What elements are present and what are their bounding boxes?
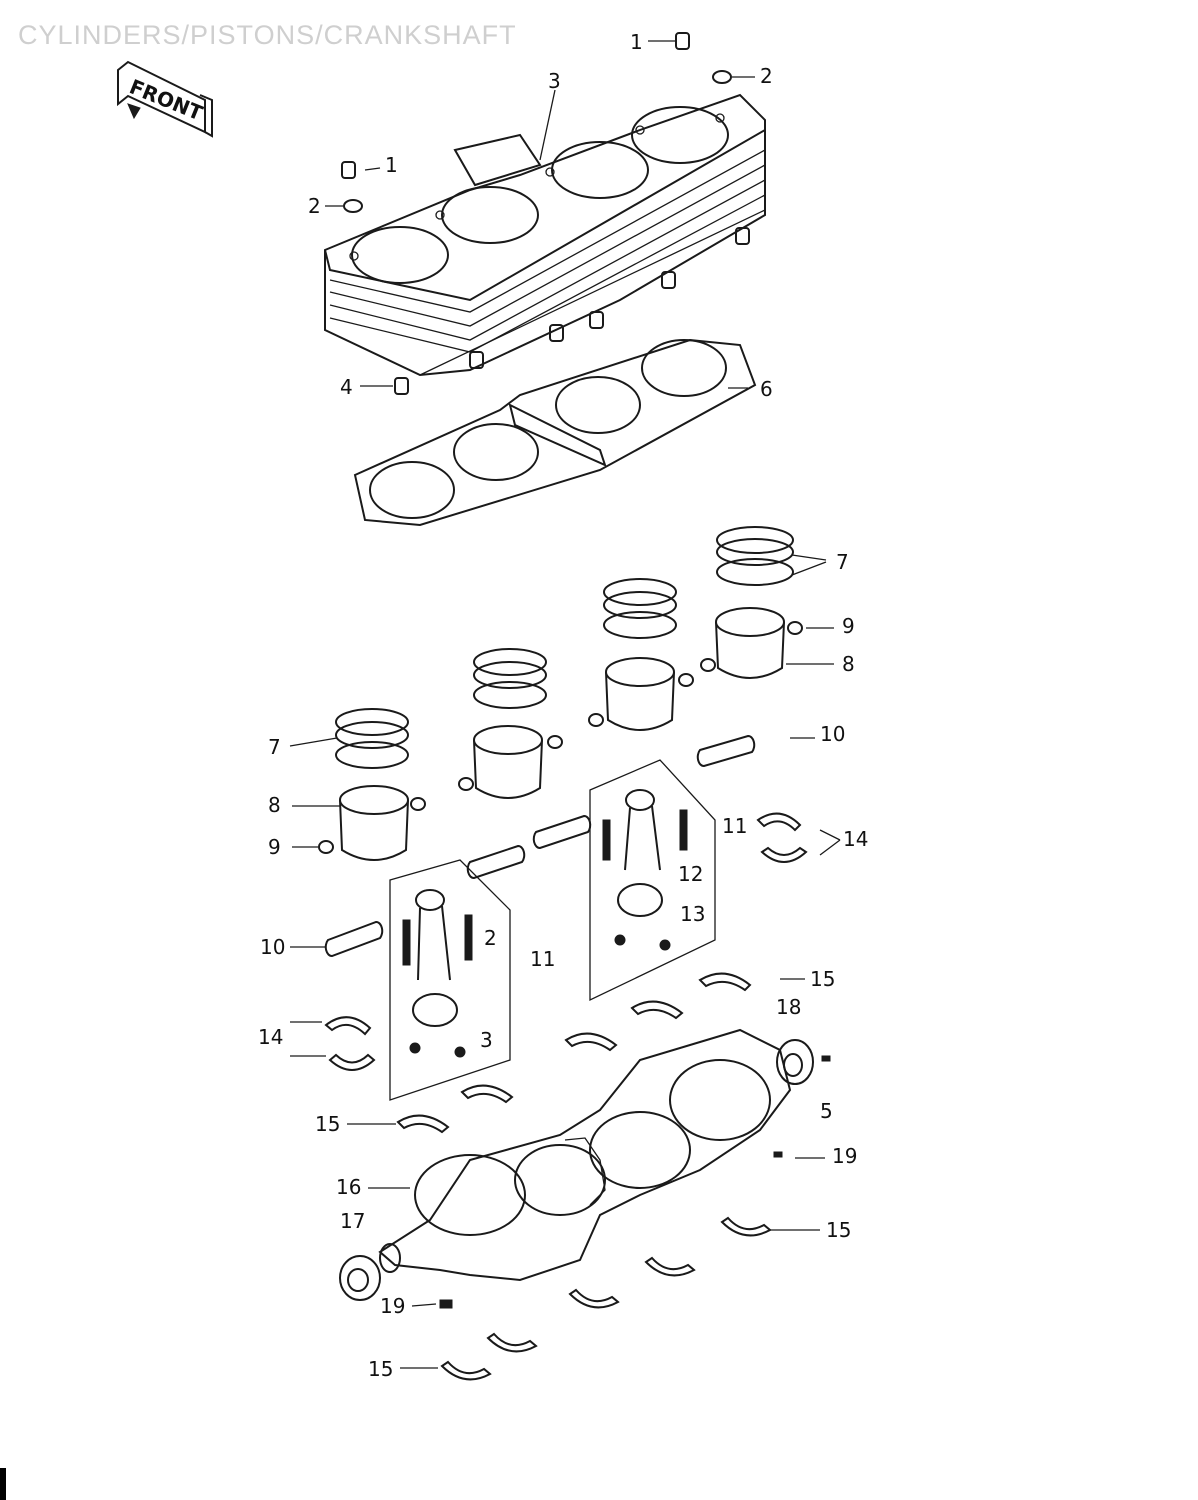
- front-direction-badge: FRONT: [117, 60, 213, 138]
- callout-16: 16: [336, 1175, 361, 1199]
- callout-15d: 15: [368, 1357, 393, 1381]
- callout-15b: 15: [315, 1112, 340, 1136]
- callout-17: 17: [340, 1209, 365, 1233]
- callout-15a: 15: [810, 967, 835, 991]
- page-edge-mark: [0, 1468, 6, 1500]
- callout-11a: 11: [722, 814, 747, 838]
- callout-2a: 2: [760, 64, 773, 88]
- piston-4: [700, 607, 803, 679]
- cylinder-fins: [329, 149, 766, 376]
- cylinder-block: [324, 93, 766, 377]
- callout-7a: 7: [836, 550, 849, 574]
- page-title: CYLINDERS/PISTONS/CRANKSHAFT: [18, 20, 517, 50]
- callout-19b: 19: [380, 1294, 405, 1318]
- leader-lines: [289, 40, 841, 1369]
- callout-8b: 8: [268, 793, 281, 817]
- crankshaft: [378, 1028, 792, 1282]
- cylinder-base-gasket: [353, 338, 757, 527]
- callout-15c: 15: [826, 1218, 851, 1242]
- callout-2b: 2: [308, 194, 321, 218]
- callout-1a: 1: [630, 30, 643, 54]
- callout-10b: 10: [260, 935, 285, 959]
- callout-4: 4: [340, 375, 353, 399]
- piston-1: [318, 785, 426, 861]
- callout-6: 6: [760, 377, 773, 401]
- oil-seal-17: [339, 1255, 381, 1301]
- callout-10a: 10: [820, 722, 845, 746]
- connecting-rod-assembly-right: [589, 759, 716, 1002]
- callout-14b: 14: [258, 1025, 283, 1049]
- piston-3: [588, 657, 694, 731]
- callout-9b: 9: [268, 835, 281, 859]
- callout-9a: 9: [842, 614, 855, 638]
- oil-seal-18: [776, 1039, 814, 1085]
- callout-labels: 1 2 3 1 2 4 6 7 9 8 10 7 8 9 11 14 12 13…: [258, 30, 868, 1381]
- dowel-pins: [341, 32, 750, 395]
- callout-7b: 7: [268, 735, 281, 759]
- callout-19a: 19: [832, 1144, 857, 1168]
- callout-3: 3: [548, 69, 561, 93]
- callout-18: 18: [776, 995, 801, 1019]
- o-rings-top: [343, 70, 732, 213]
- callout-1b: 1: [385, 153, 398, 177]
- main-bearings: [396, 972, 772, 1381]
- callout-13a: 13: [680, 902, 705, 926]
- callout-5: 5: [820, 1099, 833, 1123]
- callout-14a: 14: [843, 827, 868, 851]
- callout-8a: 8: [842, 652, 855, 676]
- piston-2: [458, 725, 563, 799]
- connecting-rod-assembly-left: [389, 859, 511, 1101]
- front-badge-text: FRONT: [126, 74, 206, 125]
- piston-rings: [335, 526, 794, 769]
- callout-13b: 3: [480, 1028, 493, 1052]
- pistons: [318, 607, 803, 861]
- callout-12b: 2: [484, 926, 497, 950]
- callout-11b: 11: [530, 947, 555, 971]
- callout-12a: 12: [678, 862, 703, 886]
- conrod-bearings: [324, 812, 808, 1071]
- small-plugs: [439, 1055, 831, 1309]
